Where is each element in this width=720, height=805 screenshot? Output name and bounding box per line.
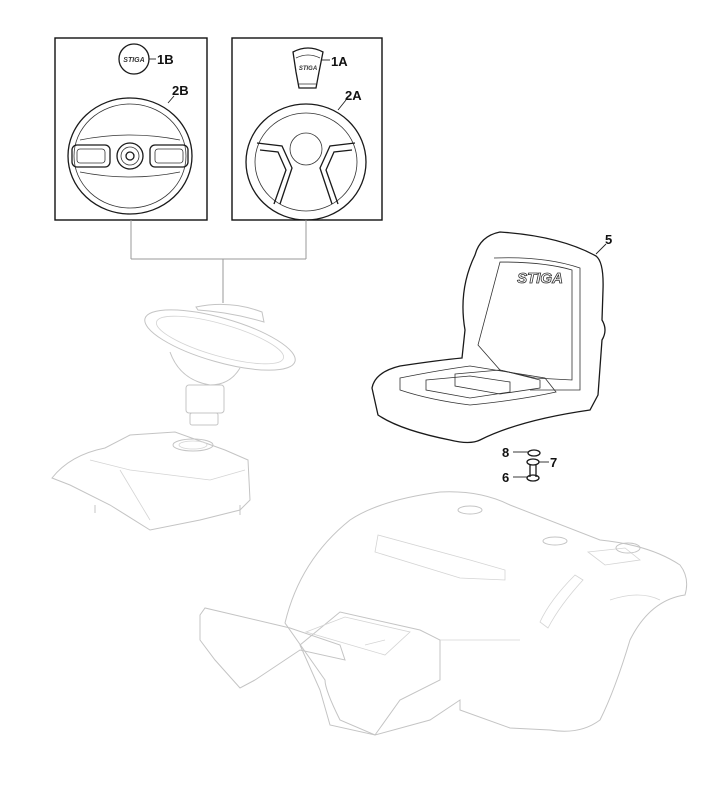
callout-1b: 1B bbox=[157, 52, 174, 67]
chassis-body-ghost-icon bbox=[199, 491, 688, 736]
stiga-logo: STIGA bbox=[517, 270, 563, 287]
callout-2b: 2B bbox=[172, 83, 189, 98]
callout-8: 8 bbox=[502, 445, 509, 460]
steering-wheel-2a-icon bbox=[245, 103, 367, 221]
callout-7: 7 bbox=[550, 455, 557, 470]
svg-text:STIGA: STIGA bbox=[123, 57, 144, 64]
panel-connector bbox=[130, 220, 307, 303]
callout-5: 5 bbox=[605, 232, 612, 247]
steering-wheel-2b-icon bbox=[67, 97, 193, 215]
panel-b-frame bbox=[54, 37, 208, 221]
cap-1b-icon: STIGA bbox=[118, 43, 150, 75]
panel-variant-b: STIGA 1B 2B bbox=[54, 37, 208, 221]
steering-column-ghost-icon bbox=[51, 303, 296, 531]
hardware-group: 8 7 6 bbox=[502, 445, 557, 485]
callout-2a: 2A bbox=[345, 88, 362, 103]
panel-variant-a: STIGA 1A 2A bbox=[231, 37, 383, 221]
seat-5-icon: STIGA bbox=[371, 231, 606, 444]
washer-7-icon bbox=[526, 458, 540, 466]
washer-8-icon bbox=[527, 449, 541, 457]
bolt-6-icon bbox=[526, 465, 540, 482]
callout-1a: 1A bbox=[331, 54, 348, 69]
cap-1a-icon: STIGA bbox=[292, 47, 324, 89]
callout-6: 6 bbox=[502, 470, 509, 485]
svg-text:STIGA: STIGA bbox=[299, 66, 317, 72]
